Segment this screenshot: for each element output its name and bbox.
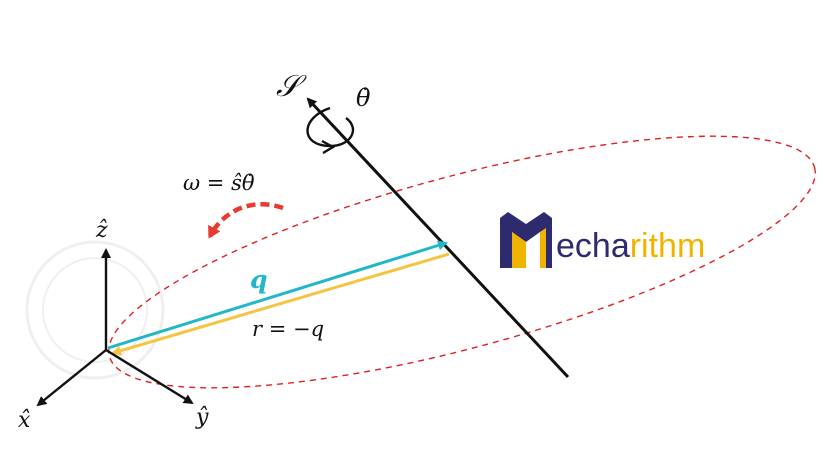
q-label: q <box>250 265 267 294</box>
y-axis-label: ŷ <box>195 405 209 430</box>
vector-q <box>107 240 448 350</box>
vector-r <box>111 252 450 356</box>
omega-label: ω = ŝθ̇ <box>183 171 255 195</box>
mecharithm-logo: echarithm <box>500 212 705 268</box>
coordinate-frame <box>36 248 194 407</box>
z-axis-label: ẑ <box>95 218 108 243</box>
screw-axis-line <box>306 97 570 379</box>
x-axis <box>36 349 107 407</box>
x-axis-label: x̂ <box>18 408 31 433</box>
orbit-ellipse <box>108 135 816 389</box>
screw-axis-label: 𝒮 <box>276 69 307 104</box>
omega-arrow-icon <box>208 202 284 239</box>
watermark-seal <box>25 240 165 380</box>
r-label: r = −q <box>252 317 324 341</box>
y-axis <box>105 348 194 405</box>
svg-text:echarithm: echarithm <box>556 227 705 265</box>
logo-text-yellow: rithm <box>630 227 706 265</box>
logo-m-mark <box>500 212 552 268</box>
logo-text-navy: echa <box>556 227 630 265</box>
theta-dot-label: θ̇ <box>356 84 371 112</box>
rotation-loop-icon <box>306 106 355 155</box>
